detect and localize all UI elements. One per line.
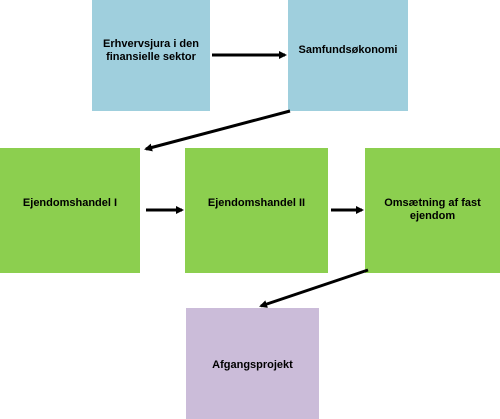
- node-samfundsokonomi: Samfundsøkonomi: [288, 0, 408, 111]
- node-erhvervsjura: Erhvervsjura i den finansielle sektor: [92, 0, 210, 111]
- node-ejendomshandel-2: Ejendomshandel II: [185, 148, 328, 273]
- node-afgangsprojekt: Afgangsprojekt: [186, 308, 319, 419]
- node-ejendomshandel-1: Ejendomshandel I: [0, 148, 140, 273]
- node-omsaetning: Omsætning af fast ejendom: [365, 148, 500, 273]
- arrow-omsaetning-to-afgangsprojekt: [259, 268, 369, 308]
- node-ejendomshandel-2-label: Ejendomshandel II: [207, 197, 306, 209]
- node-ejendomshandel-1-label: Ejendomshandel I: [22, 197, 118, 209]
- node-omsaetning-label: Omsætning af fast ejendom: [384, 197, 481, 222]
- node-samfundsokonomi-label: Samfundsøkonomi: [298, 44, 398, 56]
- arrow-samfundsokonomi-to-ejendomshandel-1: [144, 109, 291, 152]
- node-afgangsprojekt-label: Afgangsprojekt: [212, 359, 293, 371]
- node-erhvervsjura-label: Erhvervsjura i den finansielle sektor: [103, 38, 199, 63]
